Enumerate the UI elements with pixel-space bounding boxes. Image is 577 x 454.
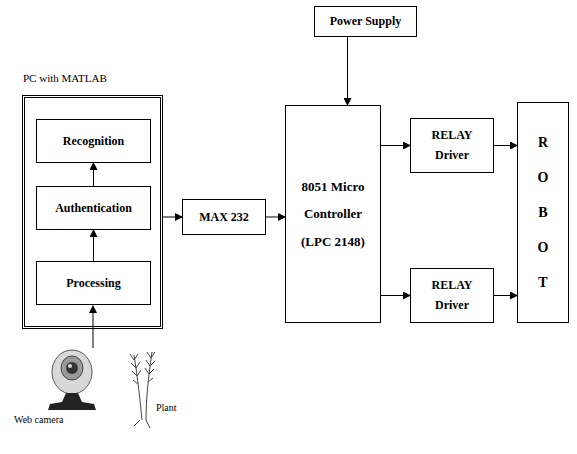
power-box: Power Supply	[314, 6, 417, 37]
relay-box: RELAY Driver	[410, 268, 494, 323]
box-label: R O B O T	[536, 125, 550, 300]
arrow-connector	[381, 295, 410, 296]
relay-box: RELAY Driver	[410, 118, 494, 173]
caption-label: Plant	[156, 402, 177, 413]
interface-box: MAX 232	[182, 199, 266, 235]
box-label: Power Supply	[330, 14, 401, 29]
box-label: Recognition	[63, 134, 124, 149]
arrow-connector	[163, 217, 182, 218]
robot-box: R O B O T	[517, 102, 569, 323]
arrow-connector	[93, 230, 94, 261]
pc-box: PC with MATLABRecognitionAuthenticationP…	[22, 95, 163, 329]
arrow-connector	[494, 145, 517, 146]
box-label: RELAY Driver	[422, 126, 482, 164]
process-box: Recognition	[36, 119, 151, 163]
box-label: Authentication	[55, 201, 132, 216]
arrow-connector	[93, 163, 94, 186]
arrow-connector	[347, 37, 348, 105]
arrow-connector	[494, 295, 517, 296]
plant-icon	[130, 352, 155, 428]
box-label: Processing	[66, 276, 120, 291]
box-label: 8051 Micro Controller (LPC 2148)	[290, 173, 376, 255]
arrow-connector	[381, 145, 410, 146]
box-label: MAX 232	[199, 210, 249, 225]
process-box: Authentication	[36, 186, 151, 230]
box-label: RELAY Driver	[422, 276, 482, 314]
arrow-connector	[266, 217, 285, 218]
webcam-icon	[48, 350, 96, 410]
group-heading: PC with MATLAB	[23, 72, 107, 86]
process-box: Processing	[36, 261, 151, 305]
controller-box: 8051 Micro Controller (LPC 2148)	[285, 105, 381, 323]
caption-label: Web camera	[14, 414, 63, 425]
